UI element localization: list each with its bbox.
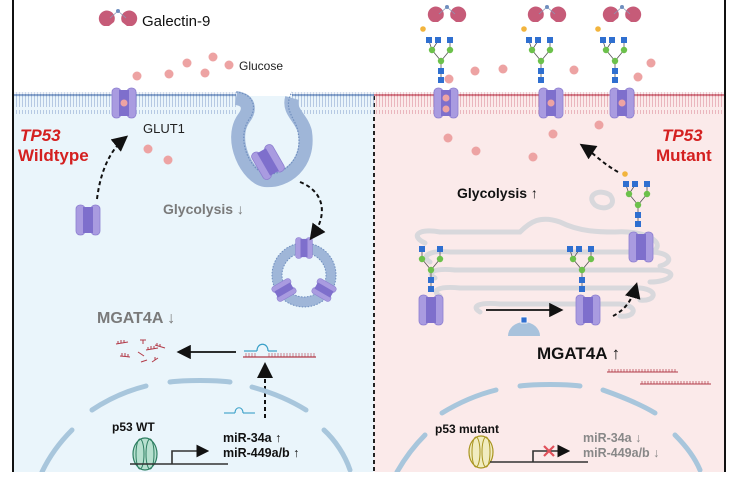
vesicle-glut1-icon bbox=[295, 237, 313, 259]
wt-status-label: Wildtype bbox=[18, 146, 89, 165]
mutant-mir449-label: miR-449a/b ↓ bbox=[583, 446, 660, 460]
golgi-glycoproteins bbox=[418, 171, 654, 326]
galectin-9-icon bbox=[98, 8, 138, 27]
golgi-export-arrow bbox=[612, 282, 641, 317]
p53-mutant-label: p53 mutant bbox=[435, 422, 500, 436]
glut1-label: GLUT1 bbox=[143, 121, 185, 136]
p53-wt-label: p53 WT bbox=[112, 420, 155, 434]
mutant-cytoplasm bbox=[374, 96, 724, 472]
wt-mir449-label: miR-449a/b ↑ bbox=[223, 446, 300, 460]
degraded-mrna-fragments bbox=[115, 339, 166, 363]
glucose-label: Glucose bbox=[239, 59, 284, 73]
endocytic-pit bbox=[231, 91, 313, 188]
mutant-status-label: Mutant bbox=[656, 146, 712, 165]
p53-wt-icon bbox=[132, 437, 158, 471]
wt-glycolysis-label: Glycolysis ↓ bbox=[163, 201, 244, 217]
recycling-arrow bbox=[96, 135, 129, 200]
endocytosis-arrow bbox=[299, 181, 326, 241]
wt-promoter bbox=[130, 444, 228, 465]
wildtype-membrane-right bbox=[292, 92, 374, 114]
mirna-icon bbox=[224, 407, 255, 414]
trafficking-arrow bbox=[579, 143, 619, 173]
glut1-icon bbox=[111, 87, 137, 119]
mutant-nuclear-envelope bbox=[394, 382, 703, 475]
mutant-glucose-molecules bbox=[443, 58, 656, 162]
wt-nuclear-envelope bbox=[39, 378, 353, 475]
glucose-molecules bbox=[132, 52, 234, 165]
golgi-apparatus bbox=[414, 189, 674, 319]
wildtype-cytoplasm bbox=[14, 96, 374, 472]
p53-mutant-icon bbox=[468, 435, 494, 469]
mutant-glycolysis-label: Glycolysis ↑ bbox=[457, 185, 538, 201]
mutant-surface-glycoproteins bbox=[420, 4, 642, 119]
galectin-9-label: Galectin-9 bbox=[142, 13, 211, 30]
cytoplasmic-glut1-icon bbox=[75, 204, 101, 236]
mutant-promoter bbox=[490, 444, 588, 463]
mirna-bound-mrna bbox=[243, 343, 316, 358]
wt-gene-label: TP53 bbox=[20, 126, 61, 145]
blocked-transcription-icon bbox=[543, 445, 555, 457]
wt-mgat4a-label: MGAT4A ↓ bbox=[97, 310, 176, 327]
mgat4a-enzyme-icon bbox=[508, 316, 540, 336]
mutant-gene-label: TP53 bbox=[662, 126, 703, 145]
wt-mir34a-label: miR-34a ↑ bbox=[223, 431, 282, 445]
mutant-mgat4a-label: MGAT4A ↑ bbox=[537, 344, 621, 363]
mutant-mir34a-label: miR-34a ↓ bbox=[583, 431, 642, 445]
